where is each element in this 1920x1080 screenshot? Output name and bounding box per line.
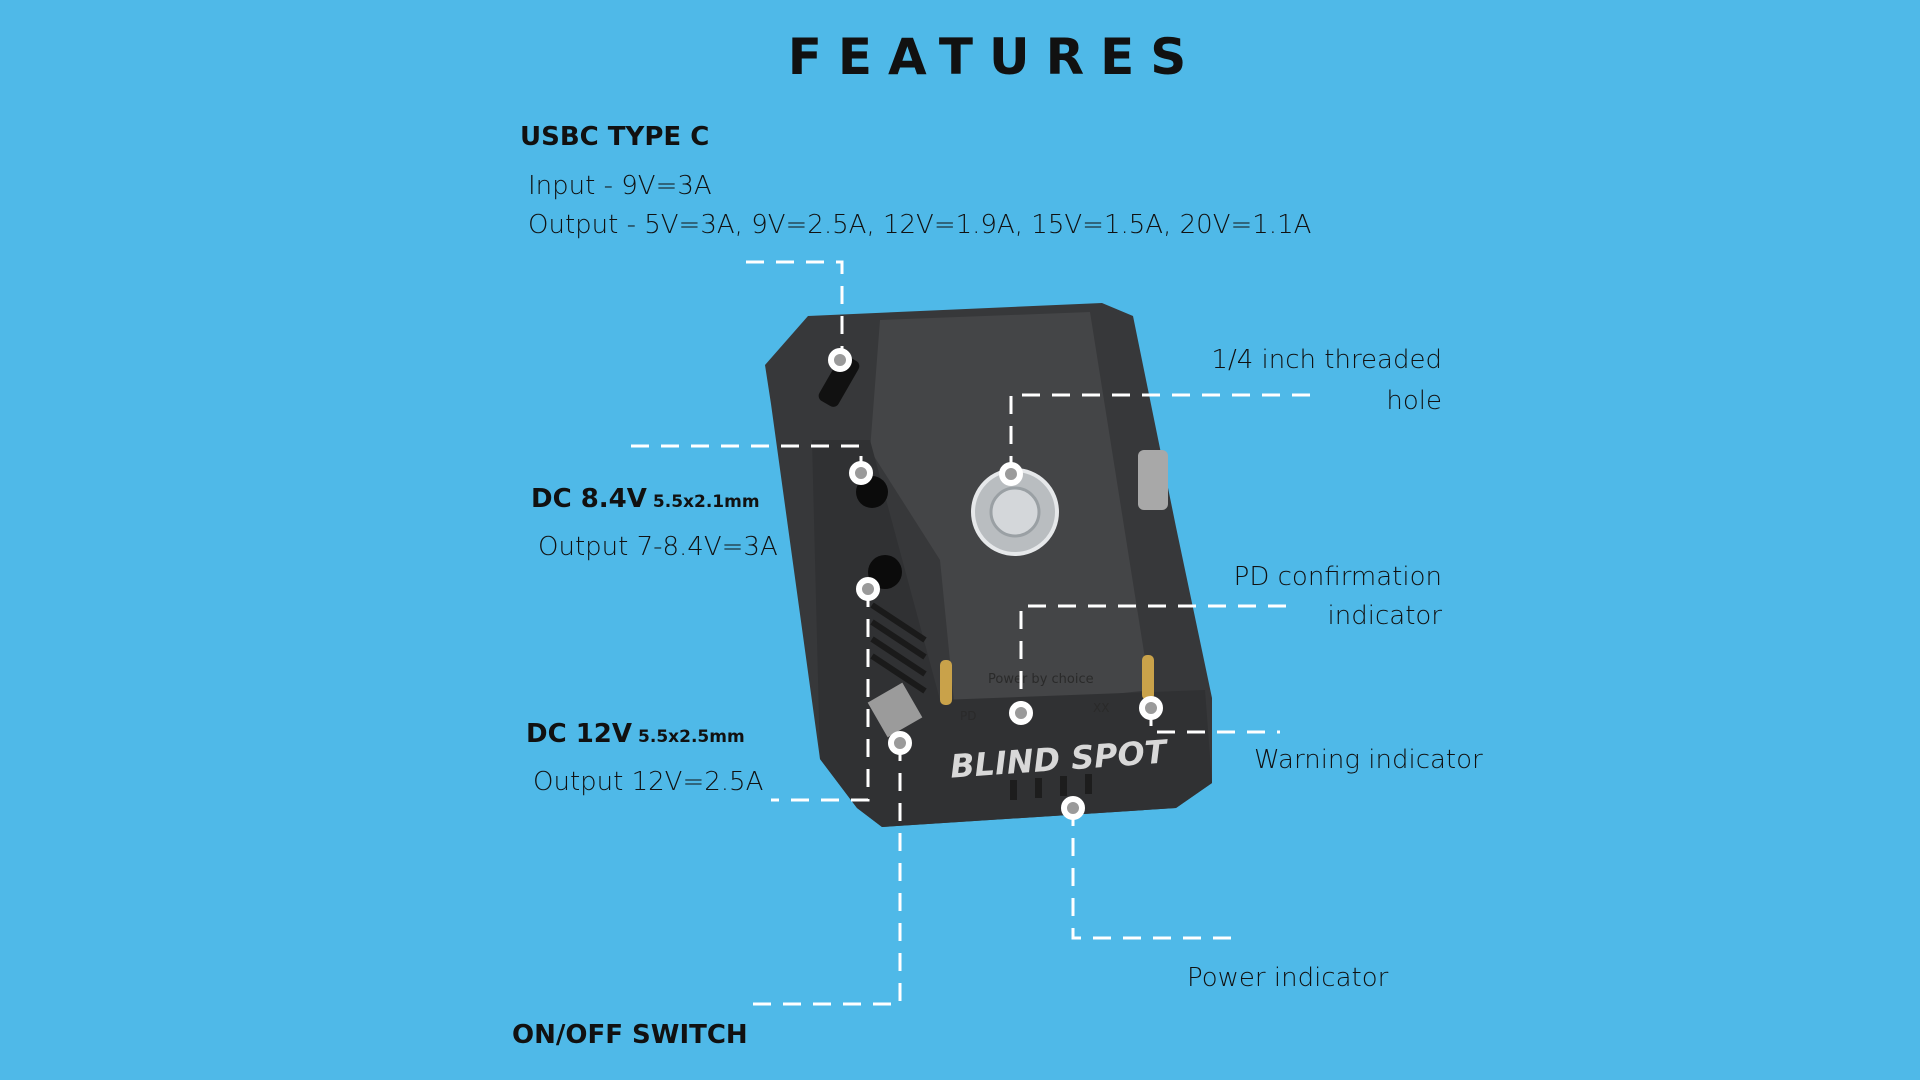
device-body <box>765 303 1212 827</box>
dc84-output: Output 7-8.4V=3A <box>538 532 778 562</box>
pd-label-line1: PD confirmation <box>1233 562 1442 592</box>
device-xx-label: XX <box>1093 701 1109 715</box>
dc84-title: DC 8.4V <box>531 484 647 514</box>
pd-label-line2: indicator <box>1327 601 1442 631</box>
dc84-size: 5.5x2.1mm <box>652 492 760 512</box>
device-pd-label: PD <box>960 709 976 723</box>
switch-label: ON/OFF SWITCH <box>512 1020 748 1050</box>
power-indicator-label: Power indicator <box>1187 963 1389 993</box>
threaded-label-line2: hole <box>1386 386 1442 416</box>
device-tagline: Power by choice <box>988 672 1094 687</box>
usbc-output: Output - 5V=3A, 9V=2.5A, 12V=1.9A, 15V=1… <box>528 210 1312 240</box>
usbc-input: Input - 9V=3A <box>528 171 712 201</box>
usbc-heading: USBC TYPE C <box>520 122 710 152</box>
warning-indicator-label: Warning indicator <box>1254 745 1483 775</box>
dc12-size: 5.5x2.5mm <box>638 727 745 747</box>
page-title: FEATURES <box>787 28 1203 86</box>
dc12-title: DC 12V <box>526 719 633 749</box>
dc12-output: Output 12V=2.5A <box>533 767 764 797</box>
threaded-label-line1: 1/4 inch threaded <box>1211 345 1442 375</box>
callout-dots <box>828 348 1163 820</box>
